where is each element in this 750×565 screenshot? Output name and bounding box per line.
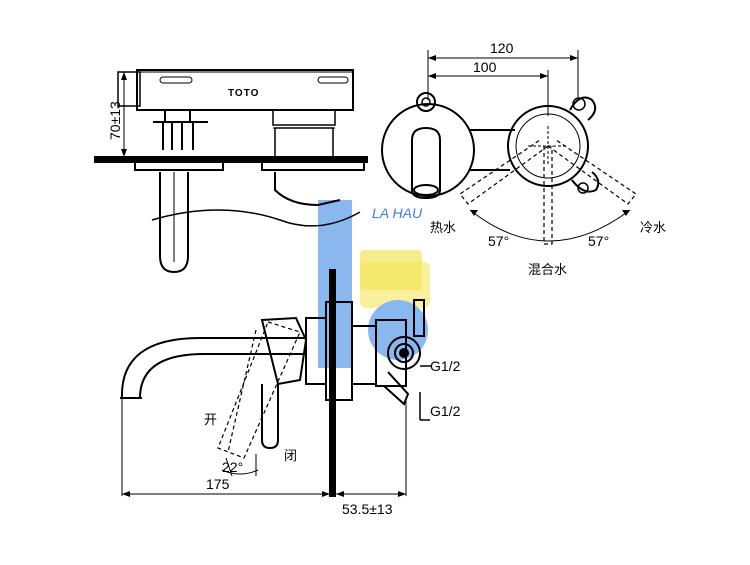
angle-left-label: 57° xyxy=(488,233,509,249)
hot-water-label: 热水 xyxy=(430,220,456,235)
side-view xyxy=(120,269,432,497)
right-view xyxy=(381,50,637,245)
watermark-logo: LA HAU xyxy=(318,200,430,368)
watermark-text: LA HAU xyxy=(372,205,423,221)
wall-depth-dim: 53.5±13 xyxy=(342,501,393,517)
top-body xyxy=(136,69,354,111)
top-view xyxy=(94,69,368,274)
open-label: 开 xyxy=(204,412,217,427)
right-width-inner-dim: 100 xyxy=(473,59,497,75)
lever-angle-label: 22° xyxy=(222,459,243,475)
cold-water-label: 冷水 xyxy=(640,220,666,235)
close-label: 闭 xyxy=(284,448,297,463)
angle-right-label: 57° xyxy=(588,233,609,249)
thread-bottom-label: G1/2 xyxy=(430,403,461,419)
thread-top-label: G1/2 xyxy=(430,358,461,374)
top-height-dim: 70±13 xyxy=(107,101,123,140)
top-brand-text: TOTO xyxy=(228,88,259,99)
spout-length-dim: 175 xyxy=(206,476,230,492)
mixed-water-label: 混合水 xyxy=(528,262,567,277)
right-width-outer-dim: 120 xyxy=(490,40,514,56)
